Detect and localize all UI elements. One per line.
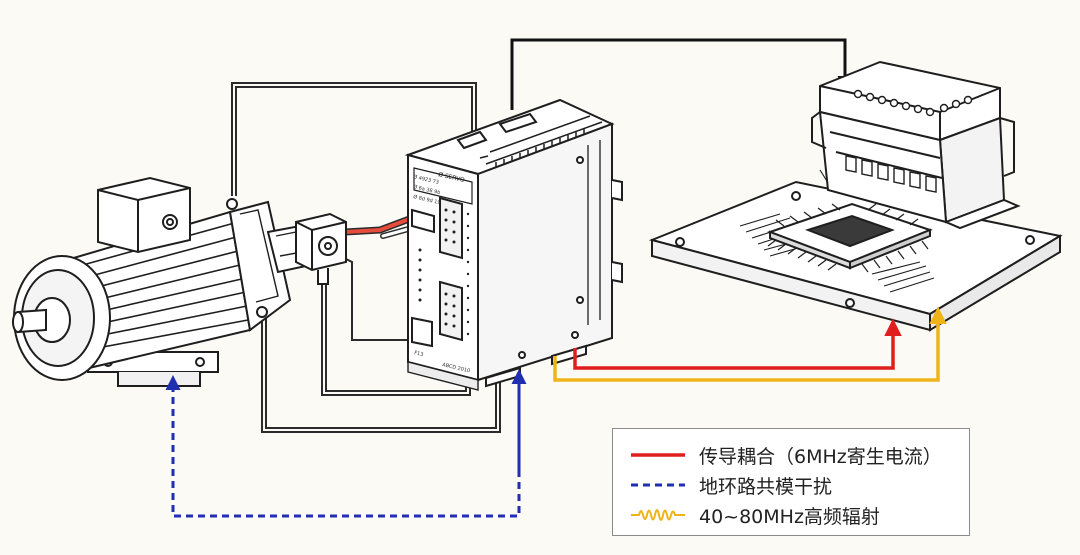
- servo-drive-icon: [404, 98, 623, 391]
- control-signal-arrow: [510, 38, 853, 110]
- microchip-icon: [767, 202, 933, 273]
- legend-item-radiated: 40~80MHz高频辐射: [629, 500, 880, 530]
- drive-bottom-left-label: F13: [414, 350, 424, 358]
- terminal-block-icon: [811, 60, 1021, 230]
- legend-label-radiated: 40~80MHz高频辐射: [699, 505, 880, 528]
- conducted-coupling-path: [573, 318, 902, 370]
- ground-loop-path: [165, 374, 521, 518]
- legend-item-ground-loop: 地环路共模干扰: [629, 470, 832, 500]
- dashed-line-icon: [631, 483, 685, 487]
- encoder-icon: [295, 212, 347, 285]
- motor-icon: [12, 176, 308, 387]
- legend-item-conducted: 传导耦合（6MHz寄生电流）: [629, 440, 942, 470]
- signal-wires: [231, 82, 501, 433]
- legend-label-conducted: 传导耦合（6MHz寄生电流）: [699, 445, 942, 468]
- solid-line-icon: [631, 453, 685, 457]
- encoder-cable: [341, 214, 416, 239]
- legend-label-ground-loop: 地环路共模干扰: [699, 475, 833, 498]
- radiated-path: [553, 306, 947, 382]
- legend: 传导耦合（6MHz寄生电流） 地环路共模干扰 40~80MHz高频辐射: [612, 428, 970, 536]
- sine-wave-icon: [631, 509, 685, 521]
